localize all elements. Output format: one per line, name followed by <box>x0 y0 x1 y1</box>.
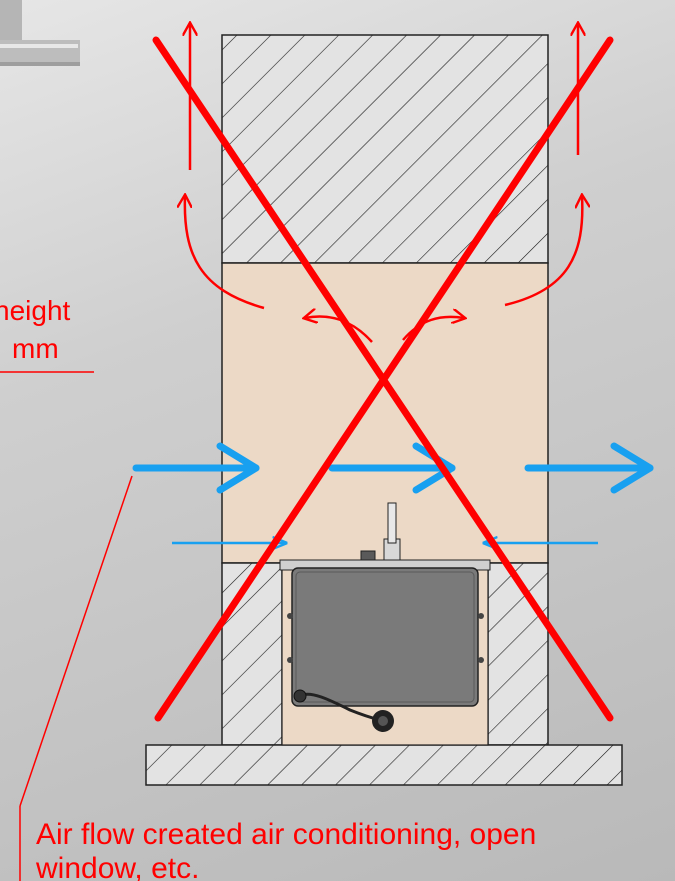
top-left-tab <box>0 0 80 66</box>
arrow-right-icon <box>524 442 654 494</box>
height-annotation: height mm <box>0 295 94 373</box>
airflow-note-line1: Air flow created air conditioning, open <box>36 818 536 851</box>
air-flow-arrows <box>132 442 654 494</box>
upper-hatched-wall <box>221 34 549 264</box>
height-unit: mm <box>12 333 59 364</box>
device-box-icon <box>279 502 491 732</box>
leader-line <box>19 475 133 881</box>
curved-arrow-icon <box>185 196 265 310</box>
lower-right-wall <box>487 562 549 746</box>
air-cavity <box>221 262 549 564</box>
arrow-right-icon <box>328 442 456 494</box>
arrow-right-icon <box>132 442 260 494</box>
height-label: height <box>0 295 71 326</box>
airflow-note-line2: window, etc. <box>35 852 199 881</box>
curved-arrow-icon <box>402 317 464 341</box>
cross-icon <box>152 36 614 722</box>
lower-left-wall <box>221 562 283 746</box>
curved-arrow-icon <box>504 196 582 307</box>
base-plate <box>145 744 623 786</box>
